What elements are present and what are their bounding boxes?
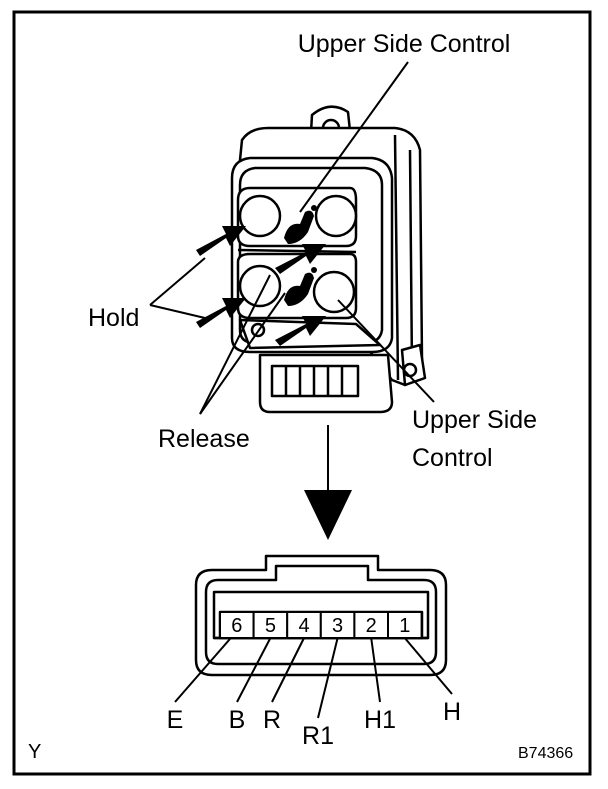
pin-number: 1 [399,615,410,637]
connector-pin-cell [387,611,423,639]
figure-id: B74366 [518,745,573,762]
terminal-leader [317,637,339,719]
pin-number: 4 [298,615,309,637]
leader-lines [149,61,435,415]
terminal-label: H [443,698,461,726]
view-letter: Y [28,741,41,763]
seat-icon [284,205,317,244]
pin-number: 5 [265,615,276,637]
figure-border [12,10,592,776]
pin-number: 6 [231,615,242,637]
terminal-label: E [167,706,184,734]
terminal-leader [370,637,381,703]
terminal-leader [174,637,232,703]
terminal-label: R1 [302,722,334,750]
label-upper-side-control-bottom-line2: Control [412,444,493,472]
connector-pin-cell [319,611,356,639]
terminal-label: R [263,706,281,734]
arrow-icon [304,425,352,540]
pin-number: 2 [366,615,377,637]
terminal-leader-lines [174,637,453,719]
terminal-leader [236,637,272,703]
label-release: Release [158,425,250,453]
label-upper-side-control-bottom-line1: Upper Side [412,406,537,434]
label-upper-side-control-top: Upper Side Control [298,30,511,58]
arrow-icon [196,226,326,346]
terminal-label: H1 [364,706,396,734]
terminal-leader [404,637,453,695]
label-hold: Hold [88,304,139,332]
seat-icon [284,267,317,306]
switch-body [230,105,427,414]
terminal-leader [271,637,305,703]
terminal-label: B [229,706,246,734]
pin-number: 3 [332,615,343,637]
